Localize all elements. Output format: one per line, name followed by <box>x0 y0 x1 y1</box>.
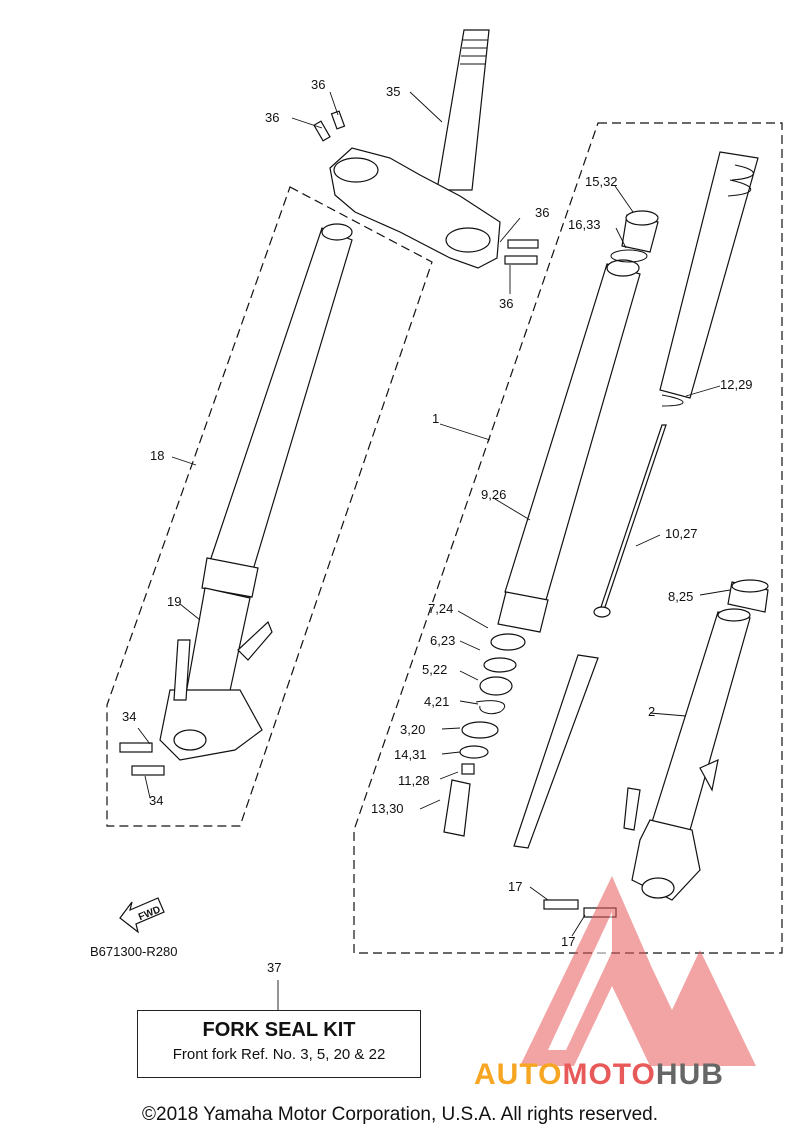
clip-4-21 <box>475 700 506 715</box>
callout-34-b: 34 <box>149 793 163 808</box>
callout-16-33: 16,33 <box>568 217 601 232</box>
seal-5-22 <box>479 676 513 696</box>
axle-bolt-34-lower <box>131 765 165 776</box>
callout-17-a: 17 <box>508 879 522 894</box>
brand-part-hub: HUB <box>655 1058 724 1091</box>
callout-34-a: 34 <box>122 709 136 724</box>
callout-18: 18 <box>150 448 164 463</box>
fork-spring <box>659 151 759 407</box>
callout-19: 19 <box>167 594 181 609</box>
left-fork-assembly-outline <box>106 186 433 827</box>
leader-lines <box>137 91 731 1010</box>
right-fork-inner-tube <box>651 608 751 831</box>
bolt-36-lower-b <box>504 255 538 265</box>
dust-seal-8-25 <box>727 579 769 613</box>
right-fork-bottom-case <box>623 758 719 901</box>
damper-rod <box>513 424 667 849</box>
callout-35: 35 <box>386 84 400 99</box>
callout-2: 2 <box>648 704 655 719</box>
steering-stem <box>436 29 490 191</box>
callout-17-b: 17 <box>561 934 575 949</box>
copyright-notice: ©2018 Yamaha Motor Corporation, U.S.A. A… <box>142 1104 658 1125</box>
diagram-code: B671300-R280 <box>90 944 177 959</box>
under-bracket-right-clamp <box>445 227 491 253</box>
axle-bolt-34-upper <box>119 742 153 753</box>
fork-seal-kit-box: FORK SEAL KIT Front fork Ref. No. 3, 5, … <box>137 1010 421 1078</box>
brand-part-moto: MOTO <box>562 1058 656 1091</box>
fwd-arrow-icon: FWD <box>119 897 165 934</box>
callout-4-21: 4,21 <box>424 694 449 709</box>
callout-6-23: 6,23 <box>430 633 455 648</box>
callout-7-24: 7,24 <box>428 601 453 616</box>
callout-12-29: 12,29 <box>720 377 753 392</box>
callout-3-20: 3,20 <box>400 722 425 737</box>
bolt-36-upper-a <box>330 110 346 130</box>
bolt-36-lower-a <box>507 239 539 249</box>
pinch-bolt-17-a <box>543 899 579 910</box>
kit-title: FORK SEAL KIT <box>202 1019 356 1041</box>
callout-5-22: 5,22 <box>422 662 447 677</box>
callout-11-28: 11,28 <box>398 773 430 788</box>
callout-36-c: 36 <box>535 205 549 220</box>
washer-14-31 <box>459 745 489 759</box>
callout-36-d: 36 <box>499 296 513 311</box>
right-fork-outer-tube <box>497 259 641 633</box>
cap-bolt <box>621 210 659 253</box>
left-fork-bottom-case <box>159 587 273 761</box>
callout-13-30: 13,30 <box>371 801 404 816</box>
kit-note: Front fork Ref. No. 3, 5, 20 & 22 <box>172 1046 386 1063</box>
bolt-36-upper-b <box>313 120 331 142</box>
callout-9-26: 9,26 <box>481 487 506 502</box>
callout-10-27: 10,27 <box>665 526 698 541</box>
callout-15-32: 15,32 <box>585 174 618 189</box>
seal-6-23 <box>483 657 517 673</box>
collar-13-30 <box>443 779 471 837</box>
callout-37: 37 <box>267 960 281 975</box>
callout-14-31: 14,31 <box>394 747 427 762</box>
callout-8-25: 8,25 <box>668 589 693 604</box>
nut-11-28 <box>461 763 475 775</box>
watermark-logo-icon <box>520 876 756 1066</box>
seal-7-24 <box>490 633 526 651</box>
callout-1: 1 <box>432 411 439 426</box>
o-ring <box>610 249 648 263</box>
brand-part-auto: AUTO <box>474 1058 563 1091</box>
left-fork-outer-tube <box>201 223 353 598</box>
under-bracket-left-clamp <box>333 157 379 183</box>
callout-36-a: 36 <box>311 77 325 92</box>
callout-36-b: 36 <box>265 110 279 125</box>
washer-3-20 <box>461 721 499 739</box>
watermark-brand: AUTOMOTOHUB <box>474 1058 724 1092</box>
